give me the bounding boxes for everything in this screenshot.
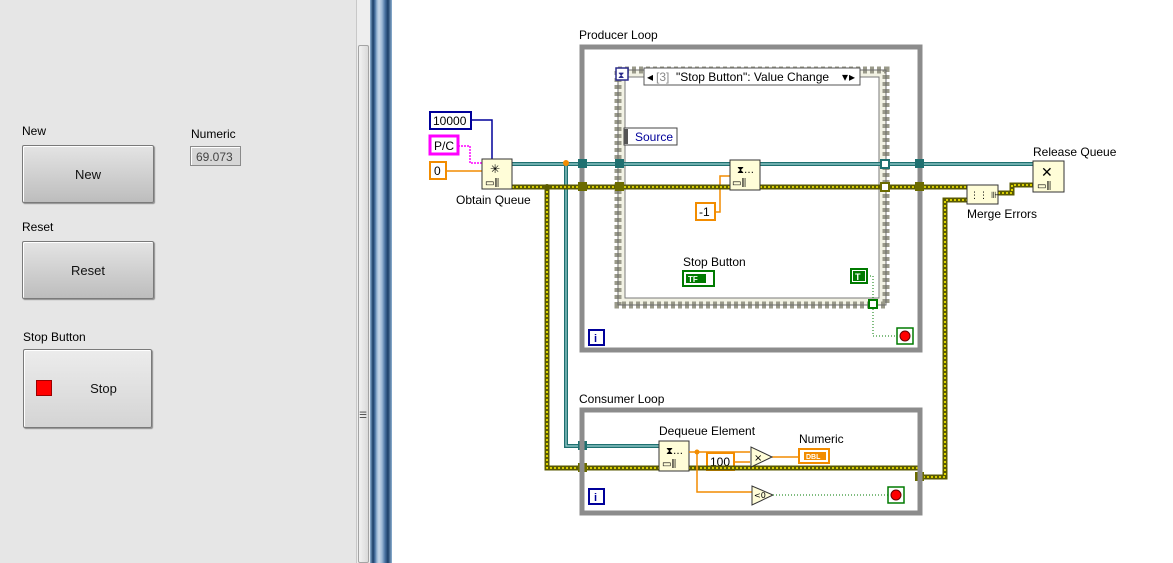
- consumer-loop-label: Consumer Loop: [579, 392, 665, 406]
- case-dropdown-icon: ▾: [842, 70, 848, 84]
- case-right-arrow-icon: ▸: [849, 70, 855, 84]
- less-than-zero-icon: <0: [754, 491, 766, 500]
- iteration-icon: i: [594, 492, 597, 504]
- multiply-icon: ×: [754, 453, 762, 464]
- stop-button-terminal-label: Stop Button: [683, 255, 746, 269]
- new-button-text: New: [74, 166, 101, 182]
- tunnel: [880, 182, 890, 192]
- tunnel: [578, 159, 587, 168]
- front-panel: New New Reset Reset Stop Button Stop Num…: [0, 0, 356, 563]
- error-wire-merged: [998, 182, 1033, 196]
- less-than-zero-node[interactable]: [751, 485, 775, 506]
- producer-iteration-terminal[interactable]: [588, 329, 605, 346]
- zero-value: 0: [434, 164, 441, 178]
- case-left-arrow-icon: ◂: [647, 70, 653, 84]
- obtain-queue-label: Obtain Queue: [456, 193, 531, 207]
- svg-text:▭⫼: ▭⫼: [662, 459, 676, 470]
- tunnel: [615, 182, 624, 191]
- tunnel: [880, 159, 890, 169]
- event-case-name: "Stop Button": Value Change: [676, 70, 829, 84]
- svg-text:▭⫼: ▭⫼: [1037, 181, 1051, 192]
- reset-button-label: Reset: [22, 220, 54, 234]
- stop-sign-icon: [899, 330, 911, 342]
- release-queue-node[interactable]: [1032, 160, 1065, 193]
- tunnel: [915, 182, 924, 191]
- iteration-icon: i: [594, 333, 597, 345]
- merge-errors-label: Merge Errors: [967, 207, 1037, 221]
- dequeue-data-wire: [689, 451, 752, 493]
- tunnel: [915, 159, 924, 168]
- tunnel: [578, 182, 587, 191]
- reset-button-text: Reset: [71, 262, 105, 278]
- enqueue-icon: ⧗…: [737, 165, 754, 176]
- stop-button[interactable]: Stop: [23, 349, 152, 428]
- dequeue-element-node[interactable]: [658, 440, 690, 472]
- data-type-wire: [458, 145, 482, 164]
- consumer-iteration-terminal[interactable]: [588, 488, 605, 505]
- stop-led-indicator: [36, 380, 52, 396]
- enqueue-element-node[interactable]: [729, 159, 761, 191]
- producer-loop-label: Producer Loop: [579, 28, 658, 42]
- hourglass-icon: ⧗: [618, 70, 624, 80]
- obtain-queue-icon: ✳: [490, 162, 500, 176]
- stop-button-label: Stop Button: [23, 330, 86, 344]
- release-queue-icon: ✕: [1041, 165, 1053, 181]
- error-wire-consumer: [544, 187, 967, 480]
- merge-errors-node[interactable]: [966, 184, 999, 205]
- producer-while-loop[interactable]: [579, 44, 923, 353]
- event-case-selector[interactable]: [643, 67, 861, 86]
- queue-size-value: 10000: [433, 114, 467, 128]
- merge-errors-icon: ⋮⋮ ⊪: [970, 191, 999, 201]
- dequeue-element-label: Dequeue Element: [659, 424, 756, 438]
- new-button[interactable]: New: [22, 145, 154, 203]
- multiply-node[interactable]: [750, 446, 774, 468]
- stop-sign-icon: [890, 489, 902, 501]
- numeric-terminal-label: Numeric: [799, 432, 844, 446]
- queue-size-wire: [471, 119, 493, 160]
- data-type-constant[interactable]: [428, 134, 460, 156]
- neg-one-value: -1: [699, 205, 710, 219]
- tunnel: [868, 299, 878, 309]
- error-junction: [544, 184, 550, 190]
- tunnel: [615, 159, 624, 168]
- pane-splitter[interactable]: [370, 0, 392, 563]
- event-case-index: [3]: [656, 70, 669, 84]
- scrollbar-grip-icon: ☰: [359, 410, 368, 420]
- numeric-indicator-label: Numeric: [191, 127, 236, 141]
- reset-button[interactable]: Reset: [22, 241, 154, 299]
- true-constant-text: T: [855, 272, 861, 282]
- numeric-terminal-text: DBL: [806, 454, 821, 461]
- dequeue-icon: ⧗…: [666, 446, 683, 457]
- svg-text:▭⫼: ▭⫼: [732, 178, 746, 189]
- stop-terminal-text: TF: [688, 275, 698, 284]
- obtain-queue-node[interactable]: [481, 158, 513, 190]
- numeric-indicator: 69.073: [190, 146, 241, 166]
- data-type-value: P/C: [434, 139, 454, 153]
- consumer-while-loop[interactable]: [579, 407, 923, 516]
- svg-text:▭⫼: ▭⫼: [485, 178, 499, 189]
- stop-button-text: Stop: [90, 381, 117, 396]
- front-panel-scrollbar[interactable]: ☰: [356, 0, 371, 563]
- wire-junction: [563, 160, 569, 166]
- event-source-label: Source: [635, 130, 673, 144]
- release-queue-label: Release Queue: [1033, 145, 1117, 159]
- event-timeout-terminal[interactable]: [615, 67, 629, 81]
- new-button-label: New: [22, 124, 47, 138]
